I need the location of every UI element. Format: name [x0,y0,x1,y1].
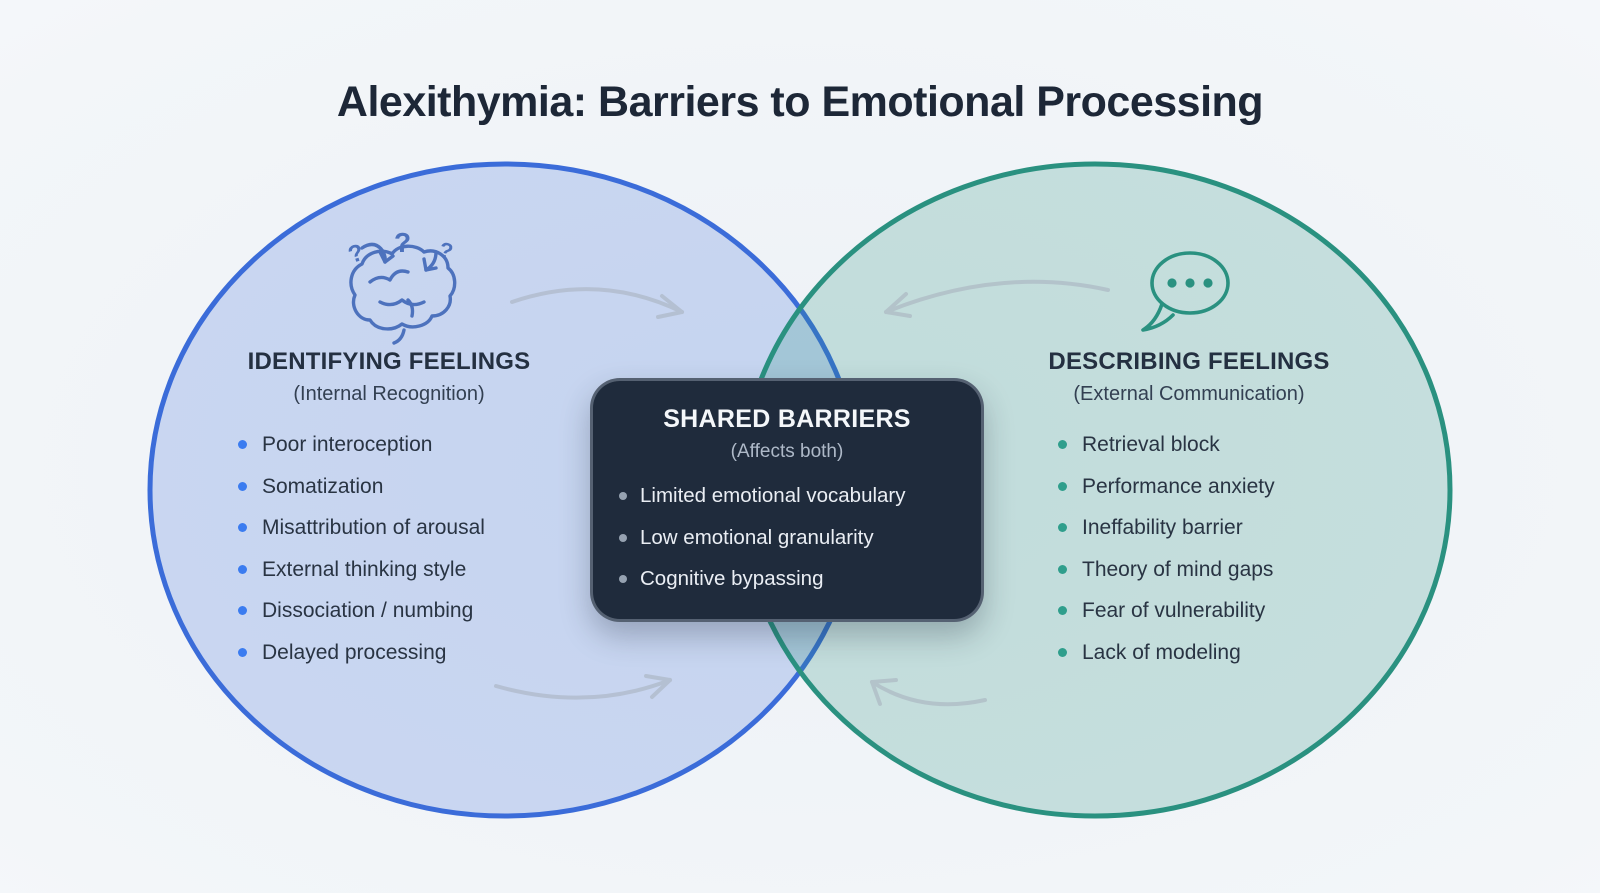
brain-question-icon: ? ? ? [345,227,457,345]
list-item: Cognitive bypassing [619,558,981,600]
right-set-subheading: (External Communication) [1073,383,1305,405]
shared-barriers-subheading: (Affects both) [730,441,844,462]
list-item: Low emotional granularity [619,517,981,559]
svg-text:?: ? [437,237,456,265]
flow-arrow-bottom-right [870,678,987,707]
page-title: Alexithymia: Barriers to Emotional Proce… [336,78,1264,126]
right-set-header: DESCRIBING FEELINGS (External Communicat… [969,348,1409,406]
list-item: Delayed processing [238,632,485,674]
list-item: Somatization [238,466,485,508]
list-item: Ineffability barrier [1058,507,1275,549]
list-item: External thinking style [238,549,485,591]
list-item: Theory of mind gaps [1058,549,1275,591]
list-item: Performance anxiety [1058,466,1275,508]
shared-barriers-box: SHARED BARRIERS (Affects both) Limited e… [590,378,984,622]
list-item: Dissociation / numbing [238,590,485,632]
flow-arrow-top-left [510,287,684,319]
left-set-heading: IDENTIFYING FEELINGS [247,348,531,375]
left-set-header: IDENTIFYING FEELINGS (Internal Recogniti… [169,348,609,406]
flow-arrow-bottom-left [494,674,672,700]
flow-arrow-top-right [884,279,1110,318]
svg-text:?: ? [394,227,411,258]
list-item: Poor interoception [238,424,485,466]
speech-bubble-icon [1141,251,1230,332]
shared-barriers-heading: SHARED BARRIERS [663,405,911,433]
list-item: Lack of modeling [1058,632,1275,674]
list-item: Misattribution of arousal [238,507,485,549]
list-item: Retrieval block [1058,424,1275,466]
list-item: Limited emotional vocabulary [619,475,981,517]
right-set-heading: DESCRIBING FEELINGS [1048,348,1330,375]
list-item: Fear of vulnerability [1058,590,1275,632]
left-set-subheading: (Internal Recognition) [293,383,485,405]
